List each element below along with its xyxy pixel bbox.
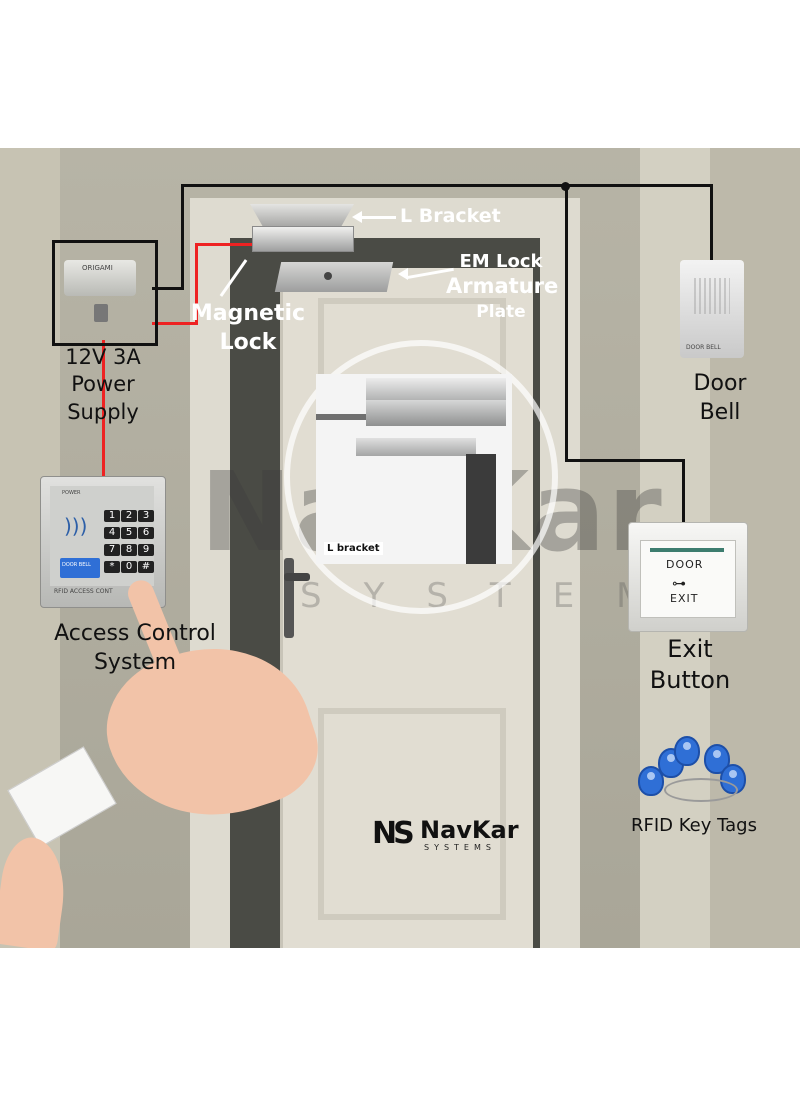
label-exit-line2: Button [649, 666, 731, 695]
label-magnetic-line2: Lock [219, 329, 277, 355]
label-l-bracket: L Bracket [400, 205, 501, 227]
power-plug [94, 304, 108, 322]
brand-name: NavKar [420, 816, 519, 844]
wire-red-top [195, 243, 253, 246]
inset-lock-body [366, 400, 506, 426]
rfid-wave-icon: ))) [64, 514, 88, 538]
power-supply-box [52, 240, 158, 346]
keypad-key: 8 [121, 544, 137, 556]
keypad-footer: RFID ACCESS CONT [54, 588, 113, 595]
label-door-bell: Door Bell [670, 370, 770, 427]
inset-armature [356, 438, 476, 456]
label-access-line1: Access Control [54, 621, 216, 646]
exit-led [650, 548, 724, 552]
label-magnetic-lock: Magnetic Lock [188, 300, 308, 357]
brand-sub: SYSTEMS [424, 843, 496, 852]
keypad-key: 5 [121, 527, 137, 539]
keypad-key: 6 [138, 527, 154, 539]
label-rfid-tags: RFID Key Tags [631, 815, 757, 836]
armature-hole [324, 272, 332, 280]
label-power-line2: Power [71, 372, 135, 397]
inset-frame-edge [316, 414, 366, 420]
keypad-key: 1 [104, 510, 120, 522]
arrow-l-bracket [356, 216, 396, 219]
wire-red-to-psu [152, 322, 198, 325]
label-access-control: Access Control System [30, 620, 240, 677]
key-icon: ⊶ [672, 576, 686, 592]
wire-junction [561, 182, 570, 191]
label-em-lock-line1: EM Lock [459, 251, 543, 272]
door-scene: NavKar SYSTEMS ORIGAMI L bracket DOOR BE… [0, 148, 800, 948]
door-handle-lever [284, 573, 310, 581]
label-access-line2: System [93, 649, 177, 675]
door-bell-grille [694, 278, 730, 314]
label-em-lock-line3: Plate [476, 301, 526, 322]
wire-exit-drop [565, 188, 568, 462]
inset-frame-left [466, 454, 496, 564]
wire-exit-down [682, 459, 685, 524]
rfid-tag-icon [674, 736, 700, 766]
brand-logo-icon: NS [372, 816, 415, 851]
power-supply-device [64, 260, 136, 296]
wire-bell-drop [710, 184, 713, 266]
inset-image: L bracket [316, 374, 512, 564]
magnetic-lock [252, 226, 354, 252]
inset-caption: L bracket [324, 542, 383, 555]
keypad-bell-button [60, 558, 100, 578]
door-panel-lower [318, 708, 506, 920]
keypad-key: 0 [121, 561, 137, 573]
wire-exit-horizontal [565, 459, 685, 462]
exit-door-text: DOOR [666, 558, 704, 571]
power-supply-brand: ORIGAMI [82, 264, 113, 272]
exit-exit-text: EXIT [670, 592, 699, 605]
arrow-l-bracket-head [352, 211, 362, 223]
label-doorbell-line1: Door [693, 371, 747, 396]
wire-red-vertical [195, 243, 198, 325]
label-power-line1: 12V 3A [65, 345, 141, 369]
keypad-key: 7 [104, 544, 120, 556]
keypad-power-label: POWER [62, 490, 81, 496]
door-handle [284, 558, 294, 638]
inset-circle [284, 340, 558, 614]
wire-to-psu [152, 287, 184, 290]
keypad-key: 3 [138, 510, 154, 522]
keypad-key: 9 [138, 544, 154, 556]
label-power-line3: Supply [67, 399, 139, 424]
keypad-key: 4 [104, 527, 120, 539]
label-em-lock: EM Lock Armature Plate [446, 250, 559, 323]
inset-bracket-top [366, 378, 506, 400]
armature-plate [274, 262, 394, 292]
label-exit-line1: Exit [667, 635, 713, 663]
label-doorbell-line2: Bell [699, 399, 741, 425]
label-power-supply: 12V 3A Power Supply [40, 344, 166, 426]
card-hand [0, 834, 72, 948]
keypad-key: * [104, 561, 120, 573]
door-bell-text: DOOR BELL [686, 344, 721, 351]
keypad-key: 2 [121, 510, 137, 522]
label-magnetic-line1: Magnetic [190, 301, 306, 326]
wire-top [181, 184, 713, 187]
keypad-bell-label: DOOR BELL [62, 562, 91, 568]
label-em-lock-line2: Armature [446, 274, 559, 299]
l-bracket [250, 204, 354, 226]
wire-red-to-keypad [102, 340, 105, 480]
exit-button-face [640, 540, 736, 618]
wire-left-drop [181, 184, 184, 290]
arrow-armature-head [398, 268, 408, 280]
key-ring [664, 778, 738, 802]
keypad-key: # [138, 561, 154, 573]
label-exit-button: Exit Button [630, 634, 750, 696]
